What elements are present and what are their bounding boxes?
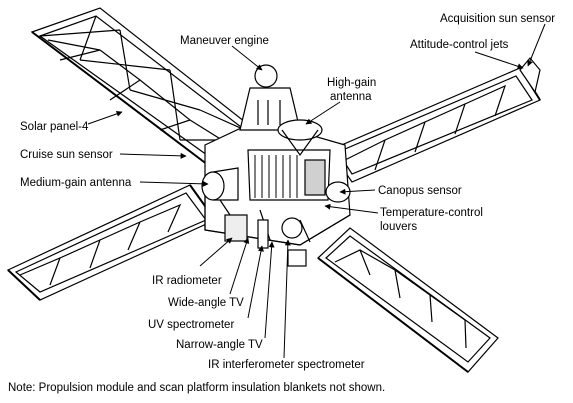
attitude-control-jets bbox=[519, 57, 541, 94]
label-wide-angle-tv: Wide-angle TV bbox=[168, 297, 244, 309]
maneuver-engine bbox=[239, 64, 301, 131]
label-attitude-control-jets: Attitude-control jets bbox=[410, 39, 509, 51]
label-ir-radiometer: IR radiometer bbox=[152, 275, 222, 287]
label-high-gain-antenna-line1: High-gain bbox=[327, 77, 376, 89]
label-cruise-sun-sensor: Cruise sun sensor bbox=[20, 149, 113, 161]
solar-panel-4 bbox=[6, 184, 216, 301]
label-uv-spectrometer: UV spectrometer bbox=[148, 319, 234, 331]
figure-note: Note: Propulsion module and scan platfor… bbox=[8, 382, 386, 394]
label-high-gain-antenna-line2: antenna bbox=[330, 91, 372, 103]
label-ir-interferometer-spectrometer: IR interferometer spectrometer bbox=[208, 359, 365, 371]
spacecraft-bus bbox=[204, 119, 351, 267]
canopus-sensor bbox=[325, 181, 351, 203]
label-narrow-angle-tv: Narrow-angle TV bbox=[176, 339, 263, 351]
medium-gain-antenna bbox=[201, 167, 239, 201]
label-canopus-sensor: Canopus sensor bbox=[378, 185, 462, 197]
label-acquisition-sun-sensor: Acquisition sun sensor bbox=[440, 13, 555, 25]
label-maneuver-engine: Maneuver engine bbox=[180, 35, 269, 47]
leader-lines bbox=[87, 23, 546, 359]
label-temperature-control-louvers-line1: Temperature-control bbox=[380, 207, 483, 219]
label-medium-gain-antenna: Medium-gain antenna bbox=[20, 177, 132, 189]
solar-panel-lower-right bbox=[317, 227, 499, 373]
high-gain-antenna bbox=[277, 119, 323, 157]
label-solar-panel-4: Solar panel-4 bbox=[20, 121, 89, 133]
label-temperature-control-louvers-line2: louvers bbox=[380, 221, 417, 233]
